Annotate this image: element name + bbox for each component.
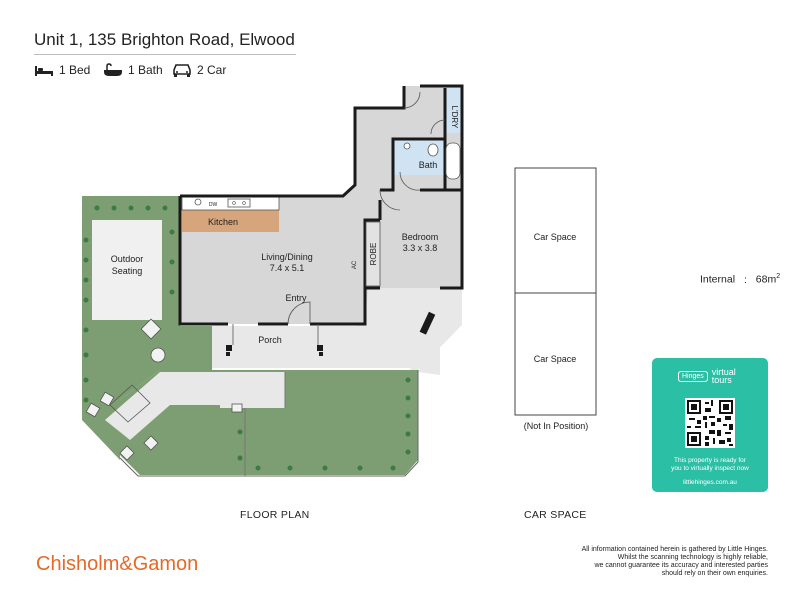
floor-plan-caption: FLOOR PLAN <box>240 509 310 521</box>
meter-box <box>419 311 436 335</box>
bath-label: Bath <box>419 160 438 170</box>
bed-icon <box>35 66 53 76</box>
car-space-note: (Not In Position) <box>524 421 589 431</box>
dishwasher-label: DW <box>209 202 218 208</box>
virtual-tours-text: virtual tours <box>711 367 736 385</box>
entry-label: Entry <box>285 293 307 303</box>
door-swings <box>287 91 446 325</box>
kitchen-label: Kitchen <box>208 217 238 227</box>
title-divider <box>34 54 296 55</box>
agency-logo: Chisholm&Gamon <box>36 553 199 575</box>
virtual-tour-message: This property is ready for you to virtua… <box>671 457 749 472</box>
virtual-tour-url[interactable]: littlehinges.com.au <box>683 479 737 486</box>
garden-furniture <box>85 318 243 461</box>
boundary-fence <box>119 370 419 477</box>
hinges-badge: Hinges <box>678 370 708 382</box>
outdoor-label: Outdoor <box>111 254 144 264</box>
robe-unit <box>365 221 381 287</box>
outdoor-seating-area <box>92 220 162 320</box>
paving-path <box>105 288 440 440</box>
car-space-2-label: Car Space <box>534 354 577 364</box>
car-space-2 <box>514 292 597 416</box>
qr-code[interactable] <box>685 398 735 448</box>
living-size: 7.4 x 5.1 <box>270 263 305 273</box>
walls <box>178 84 464 326</box>
bedroom-label: Bedroom <box>402 232 439 242</box>
feature-bath: 1 Bath <box>103 60 163 80</box>
robe-label: ROBE <box>369 243 378 266</box>
feature-bath-label: 1 Bath <box>128 63 163 77</box>
bedroom-size: 3.3 x 3.8 <box>403 243 438 253</box>
property-title: Unit 1, 135 Brighton Road, Elwood <box>34 30 295 49</box>
laundry-floor <box>444 88 462 133</box>
internal-separator: : <box>743 273 747 286</box>
porch-posts <box>226 345 323 356</box>
virtual-tour-card[interactable]: Hinges virtual tours This property is re… <box>652 358 768 492</box>
car-space-1-label: Car Space <box>534 232 577 242</box>
laundry-label: L'DRY <box>450 106 459 129</box>
bath-fixtures <box>403 142 461 180</box>
bath-icon <box>104 63 122 76</box>
hedge-dots <box>83 205 411 471</box>
ac-label: AC <box>352 260 358 269</box>
car-space-1 <box>514 167 597 294</box>
feature-bed-label: 1 Bed <box>59 63 91 77</box>
seating-label: Seating <box>112 266 143 276</box>
side-paving <box>410 288 462 370</box>
internal-value: 68m <box>755 273 777 286</box>
living-label: Living/Dining <box>261 252 313 262</box>
internal-area: Internal : 68m2 <box>700 273 780 286</box>
little-hinges-logo: Hinges virtual tours <box>678 367 736 385</box>
feature-car: 2 Car <box>172 60 226 80</box>
kitchen-bench <box>182 210 279 232</box>
car-space-caption: CAR SPACE <box>524 509 587 521</box>
car-icon <box>173 64 191 77</box>
internal-unit: 2 <box>776 273 781 280</box>
porch-label: Porch <box>258 335 282 345</box>
disclaimer: All information contained herein is gath… <box>581 546 768 577</box>
feature-car-label: 2 Car <box>197 63 227 77</box>
internal-label: Internal <box>700 273 736 286</box>
feature-bed: 1 Bed <box>34 60 90 80</box>
